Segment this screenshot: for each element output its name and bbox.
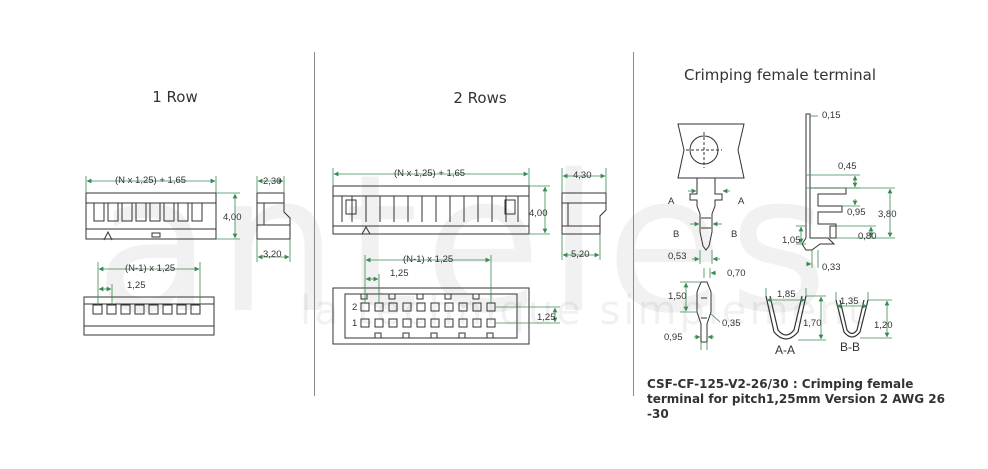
title-crimping-terminal: Crimping female terminal [683,66,877,84]
two-rows-pitch-formula-label: (N-1) x 1,25 [403,254,453,265]
crimp-dim-0-53: 0,53 [668,251,687,262]
divider-left [314,52,315,396]
section-a-a-shape [765,295,807,340]
one-row-side-view [256,192,291,240]
two-rows-pin-grid [360,293,496,339]
crimp-dim-0-33: 0,33 [822,262,841,273]
section-b-b-shape [835,299,869,338]
two-rows-side-view [561,192,607,235]
one-row-dimensions [85,176,291,305]
one-row-side-top-label: 2,30 [263,176,282,187]
one-row-side-bottom-label: 3,20 [263,249,282,260]
two-rows-row-pitch-label: 1,25 [537,312,556,323]
crimp-dim-0-95-b: 0,95 [664,332,683,343]
terminal-description: CSF-CF-125-V2-26/30 : Crimping female te… [647,377,945,421]
crimp-dim-0-45: 0,45 [838,161,857,172]
crimp-dim-0-95: 0,95 [847,207,866,218]
title-one-row: 1 Row [152,88,198,106]
one-row-height-label: 4,00 [223,212,242,223]
crimp-dim-1-35: 1,35 [840,296,859,307]
terminal-crimp-detail [696,281,712,343]
row-1-label: 1 [352,318,357,329]
crimp-dim-1-50: 1,50 [668,291,687,302]
two-rows-height-label: 4,00 [529,208,548,219]
two-rows-dimensions [332,168,607,324]
crimp-dim-0-35: 0,35 [722,318,741,329]
two-rows-pitch-label: 1,25 [390,268,409,279]
two-rows-side-top-label: 4,30 [573,170,592,181]
divider-right [633,52,634,396]
crimp-dim-1-05: 1,05 [782,235,801,246]
section-a-a-label: A-A [775,343,795,357]
one-row-pitch-label: 1,25 [127,280,146,291]
section-mark-a-right: A [738,196,745,207]
title-two-rows: 2 Rows [453,89,507,107]
two-rows-side-bottom-label: 5,20 [571,249,590,260]
row-2-label: 2 [352,302,357,313]
crimp-dim-0-80: 0,80 [858,231,877,242]
crimp-dim-3-80: 3,80 [878,209,897,220]
one-row-pitch-formula-label: (N-1) x 1,25 [125,263,175,274]
two-rows-bottom-view [332,287,530,345]
two-rows-width-label: (N x 1,25) + 1,65 [394,168,465,179]
one-row-front-view [85,192,217,241]
section-mark-b-left: B [673,229,679,240]
section-b-b-label: B-B [840,340,860,354]
terminal-side-view [801,113,847,251]
crimp-dim-0-70: 0,70 [727,268,746,279]
crimp-dim-1-70: 1,70 [803,318,822,329]
two-rows-front-view [332,185,530,235]
crimp-dim-1-85: 1,85 [777,289,796,300]
one-row-bottom-view [83,296,215,336]
section-mark-a-left: A [668,196,675,207]
section-mark-b-right: B [731,229,737,240]
crimp-dim-0-15: 0,15 [822,110,841,121]
crimp-dimensions [680,115,895,350]
one-row-width-label: (N x 1,25) + 1,65 [115,175,186,186]
crimp-dim-1-20: 1,20 [874,320,893,331]
terminal-top-view [677,123,745,251]
